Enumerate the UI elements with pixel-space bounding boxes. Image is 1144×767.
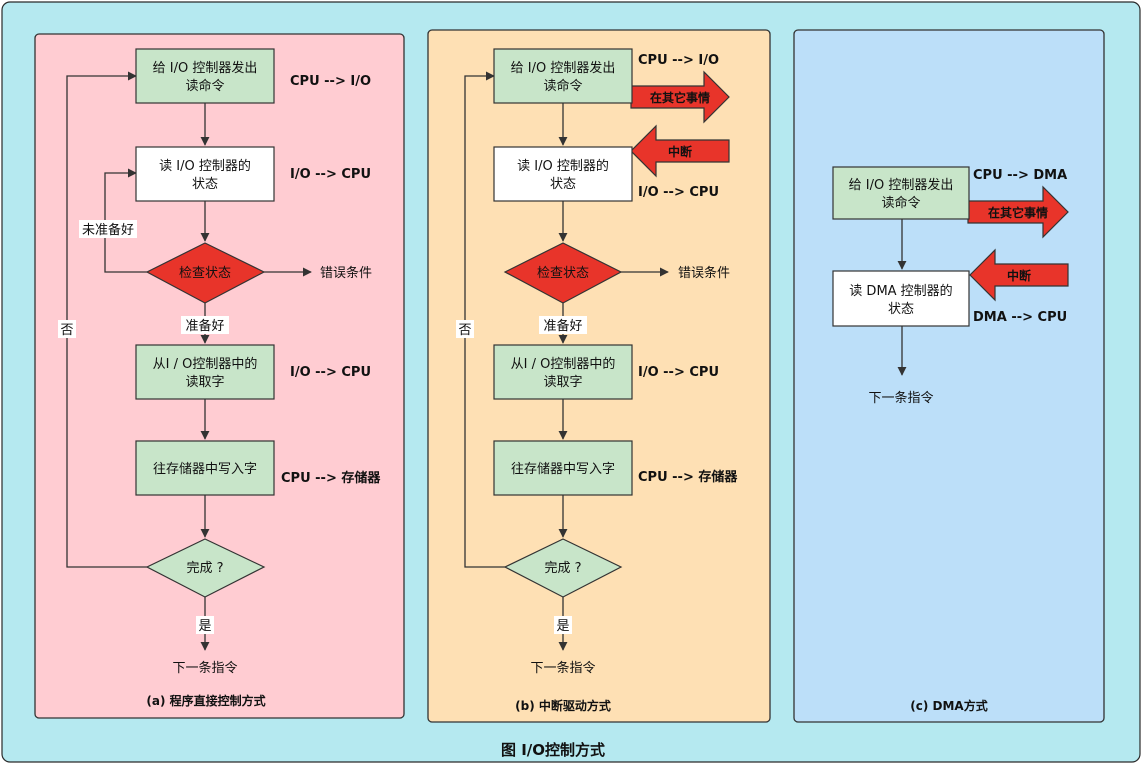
panel-a: 给 I/O 控制器发出 读命令 读 I/O 控制器的 状态 检查状态 从I / …: [58, 48, 381, 708]
panel-b: 在其它事情 中断 给 I/O 控制器发出 读命令 读 I/O 控制器的 状态 检…: [456, 48, 738, 713]
a-box2-line2: 状态: [192, 177, 218, 192]
a-read-status-box: [135, 146, 275, 202]
b-read-word-box: [493, 344, 633, 400]
b-done-diamond: [503, 538, 623, 598]
c-box1-line1: 给 I/O 控制器发出: [849, 177, 954, 193]
b-box3-line1: 从I / O控制器中的: [511, 356, 616, 372]
a-check-label: 检查状态: [179, 266, 231, 281]
b-next-instruction: 下一条指令: [530, 660, 595, 676]
a-read-word-box: [135, 344, 275, 400]
panel-c-background: [793, 29, 1105, 723]
c-read-dma-status-box: [832, 270, 970, 327]
b-yes-label: 是: [556, 619, 569, 634]
c-box2-line2: 状态: [888, 302, 914, 317]
c-box2-line1: 读 DMA 控制器的: [849, 283, 952, 299]
a-flow-label-1: CPU --> I/O: [290, 74, 371, 89]
b-interrupt-arrow: [630, 124, 730, 178]
c-interrupt-arrow: [969, 248, 1069, 302]
b-flow-label-1: CPU --> I/O: [638, 53, 719, 68]
a-caption: (a) 程序直接控制方式: [146, 693, 265, 708]
b-other-work-label: 在其它事情: [650, 90, 710, 105]
a-error-label: 错误条件: [320, 265, 372, 281]
b-box2-line1: 读 I/O 控制器的: [517, 158, 609, 174]
b-write-memory-box: [493, 440, 633, 496]
c-flow-label-1: CPU --> DMA: [973, 168, 1067, 183]
a-box2-line1: 读 I/O 控制器的: [159, 158, 251, 174]
b-check-status-diamond: [503, 242, 623, 304]
b-no-label: 否: [458, 323, 471, 338]
b-check-label: 检查状态: [537, 266, 589, 281]
a-flow-label-4: CPU --> 存储器: [281, 470, 381, 486]
c-send-read-command-box: [832, 166, 970, 220]
b-other-work-arrow: [630, 70, 730, 124]
b-box4-label: 往存储器中写入字: [511, 462, 615, 477]
b-read-status-box: [493, 146, 633, 202]
b-interrupt-label: 中断: [668, 144, 692, 159]
c-interrupt-label: 中断: [1007, 268, 1031, 283]
a-flow-label-3: I/O --> CPU: [290, 365, 371, 380]
b-box1-line2: 读命令: [543, 78, 582, 94]
b-box1-line1: 给 I/O 控制器发出: [511, 60, 616, 76]
c-caption: (c) DMA方式: [910, 698, 987, 713]
c-box1-line2: 读命令: [881, 195, 920, 211]
b-box2-line2: 状态: [550, 177, 576, 192]
a-done-diamond: [145, 538, 266, 598]
c-other-work-arrow: [967, 185, 1069, 239]
a-box3-line2: 读取字: [185, 375, 224, 390]
b-ready-label: 准备好: [543, 318, 582, 334]
a-box1-line1: 给 I/O 控制器发出: [153, 60, 258, 76]
a-ready-label: 准备好: [185, 318, 224, 334]
a-check-status-diamond: [145, 242, 266, 304]
c-next-instruction: 下一条指令: [868, 390, 933, 406]
panel-c: 在其它事情 中断 给 I/O 控制器发出 读命令 读 DMA 控制器的 状态 C…: [832, 166, 1069, 713]
b-flow-label-3: I/O --> CPU: [638, 365, 719, 380]
a-yes-label: 是: [198, 619, 211, 634]
b-done-label: 完成 ?: [544, 561, 581, 576]
figure-title: 图 I/O控制方式: [501, 741, 605, 759]
b-flow-label-4: CPU --> 存储器: [638, 469, 738, 485]
b-box3-line2: 读取字: [543, 375, 582, 390]
a-done-label: 完成 ?: [186, 561, 223, 576]
a-box3-line1: 从I / O控制器中的: [153, 356, 258, 372]
a-write-memory-box: [135, 440, 275, 496]
c-other-work-label: 在其它事情: [988, 205, 1048, 220]
c-flow-label-2: DMA --> CPU: [973, 310, 1067, 325]
b-flow-label-2: I/O --> CPU: [638, 185, 719, 200]
a-no-label: 否: [60, 323, 73, 338]
a-send-read-command-box: [135, 48, 275, 104]
a-box4-label: 往存储器中写入字: [153, 462, 257, 477]
a-next-instruction: 下一条指令: [172, 660, 237, 676]
a-flow-label-2: I/O --> CPU: [290, 167, 371, 182]
b-caption: (b) 中断驱动方式: [515, 698, 611, 713]
a-box1-line2: 读命令: [185, 78, 224, 94]
b-error-label: 错误条件: [678, 265, 730, 281]
a-not-ready-label: 未准备好: [82, 222, 134, 238]
b-send-read-command-box: [493, 48, 633, 104]
